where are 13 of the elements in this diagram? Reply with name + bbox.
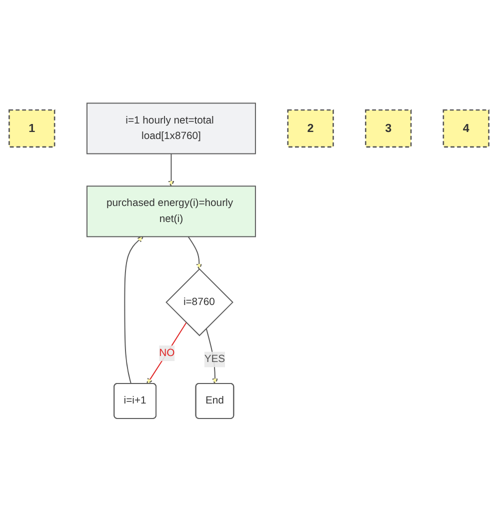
edge-label: YES (204, 353, 226, 364)
node-diamond: i=8760 (166, 268, 234, 336)
arrow (168, 152, 174, 186)
node-box: 4 (442, 109, 490, 148)
arrow (188, 236, 202, 270)
arrow (146, 322, 187, 384)
node-box: 1 (8, 109, 56, 148)
node-box: 3 (365, 109, 412, 148)
node-box: purchased energy(i)=hourly net(i) (86, 185, 256, 237)
node-box: 2 (287, 109, 334, 148)
node-box: i=1 hourly net=total load[1x8760] (86, 102, 256, 154)
edge-label: NO (159, 347, 175, 358)
arrow (124, 236, 144, 384)
